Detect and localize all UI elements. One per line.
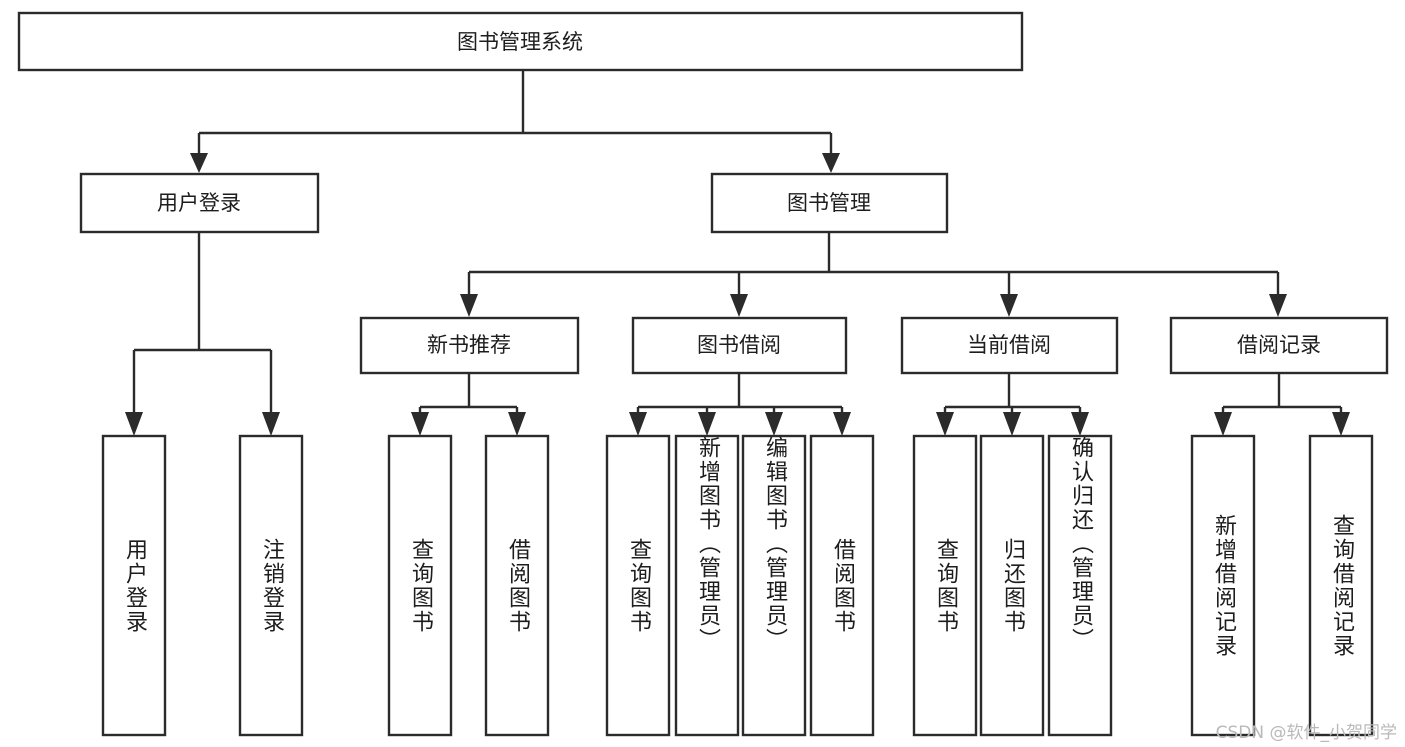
arrow-user-login: [190, 153, 208, 173]
arrow-leaf-add-record: [1214, 412, 1232, 436]
leaf-box-borrow-book-1[interactable]: [484, 434, 550, 737]
csdn-watermark: CSDN @软件_小贺同学: [1215, 723, 1397, 743]
leaf-box-return-book[interactable]: [979, 434, 1045, 737]
arrow-current-borrow: [1000, 294, 1018, 317]
node-book-borrow[interactable]: 图书借阅: [631, 316, 848, 375]
arrow-new-book-recommend: [460, 294, 478, 317]
arrow-borrow-record: [1269, 294, 1287, 317]
arrow-leaf-borrow-book-1: [508, 412, 526, 436]
node-current-borrow-box[interactable]: [900, 316, 1119, 375]
node-new-book-recommend-box[interactable]: [359, 316, 580, 375]
node-root-box[interactable]: [17, 11, 1024, 72]
leaf-box-edit-book[interactable]: [741, 434, 807, 737]
leaf-box-add-book[interactable]: [674, 434, 740, 737]
arrow-leaf-user-login: [125, 412, 143, 436]
leaf-box-confirm-return[interactable]: [1047, 434, 1113, 737]
arrow-book-manage: [822, 153, 840, 173]
arrow-leaf-confirm-return: [1071, 412, 1089, 436]
node-user-login[interactable]: 用户登录: [79, 172, 320, 234]
leaf-box-add-record[interactable]: [1190, 434, 1256, 737]
node-borrow-record-box[interactable]: [1169, 316, 1389, 375]
arrow-leaf-query-book-1: [411, 412, 429, 436]
leaf-box-query-record[interactable]: [1308, 434, 1374, 737]
node-book-manage-label: 图书管理: [787, 191, 871, 215]
node-book-manage-box[interactable]: [710, 172, 949, 234]
arrow-leaf-edit-book: [765, 412, 783, 436]
leaf-box-query-book-2[interactable]: [605, 434, 671, 737]
arrow-book-borrow: [730, 294, 748, 317]
arrow-leaf-query-book-3: [936, 412, 954, 436]
leaf-box-borrow-book-2[interactable]: [809, 434, 875, 737]
leaf-box-query-book-3[interactable]: [912, 434, 978, 737]
node-current-borrow-label: 当前借阅: [967, 333, 1051, 357]
node-borrow-record[interactable]: 借阅记录: [1169, 316, 1389, 375]
arrow-leaf-query-record: [1332, 412, 1350, 436]
node-book-manage[interactable]: 图书管理: [710, 172, 949, 234]
arrow-leaf-query-book-2: [629, 412, 647, 436]
node-user-login-label: 用户登录: [157, 191, 241, 215]
leaf-box-user-login[interactable]: [101, 434, 167, 737]
node-new-book-recommend[interactable]: 新书推荐: [359, 316, 580, 375]
leaf-box-query-book-1[interactable]: [387, 434, 453, 737]
arrow-leaf-add-book: [698, 412, 716, 436]
node-current-borrow[interactable]: 当前借阅: [900, 316, 1119, 375]
node-book-borrow-label: 图书借阅: [697, 333, 781, 357]
node-borrow-record-label: 借阅记录: [1237, 333, 1321, 357]
arrow-leaf-return-book: [1003, 412, 1021, 436]
arrow-leaf-logout-login: [262, 412, 280, 436]
node-root-label: 图书管理系统: [457, 30, 583, 54]
arrow-leaf-borrow-book-2: [833, 412, 851, 436]
leaf-box-logout-login[interactable]: [238, 434, 304, 737]
node-book-borrow-box[interactable]: [631, 316, 848, 375]
node-new-book-recommend-label: 新书推荐: [427, 333, 511, 357]
node-root[interactable]: 图书管理系统: [17, 11, 1024, 72]
